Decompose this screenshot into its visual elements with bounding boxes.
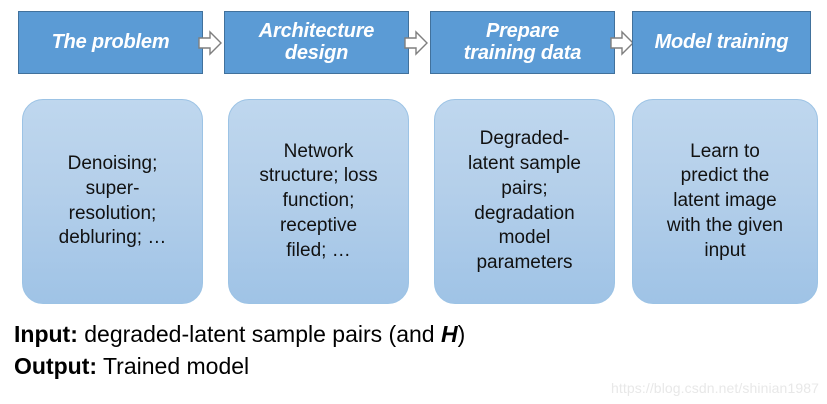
stage-body-text: Learn to predict the latent image with t… xyxy=(666,140,784,261)
stage-column-model-training: Model training Learn to predict the late… xyxy=(632,0,818,310)
watermark-text: https://blog.csdn.net/shinian1987 xyxy=(610,380,819,396)
arrow-right-icon xyxy=(198,30,222,56)
stage-body-training-data[interactable]: Degraded- latent sample pairs; degradati… xyxy=(434,99,615,304)
stage-header-architecture[interactable]: Architecture design xyxy=(224,11,409,74)
caption-block: Input: degraded-latent sample pairs (and… xyxy=(14,318,814,382)
stage-column-training-data: Prepare training data Degraded- latent s… xyxy=(430,0,615,310)
stage-column-architecture: Architecture design Network structure; l… xyxy=(224,0,409,310)
caption-output-line: Output: Trained model xyxy=(14,350,814,382)
stage-body-text: Network structure; loss function; recept… xyxy=(259,140,378,261)
stage-body-text: Denoising; super- resolution; debluring;… xyxy=(58,153,167,249)
stage-header-label: Model training xyxy=(654,30,789,53)
stage-header-model-training[interactable]: Model training xyxy=(632,11,811,74)
arrow-right-icon xyxy=(404,30,428,56)
connector-arrow-3 xyxy=(609,29,635,57)
stage-body-problem[interactable]: Denoising; super- resolution; debluring;… xyxy=(22,99,203,304)
stage-header-label: The problem xyxy=(51,30,170,53)
stage-header-label: Prepare training data xyxy=(463,19,582,64)
stage-header-problem[interactable]: The problem xyxy=(18,11,203,74)
arrow-right-icon xyxy=(610,30,634,56)
stage-body-text: Degraded- latent sample pairs; degradati… xyxy=(467,128,581,273)
caption-input-text-before: degraded-latent sample pairs (and xyxy=(77,321,441,347)
connector-arrow-1 xyxy=(197,29,223,57)
caption-input-text-after: ) xyxy=(457,321,466,347)
caption-output-text: Trained model xyxy=(97,353,250,379)
stage-header-label: Architecture design xyxy=(258,19,375,64)
stage-column-problem: The problem Denoising; super- resolution… xyxy=(18,0,203,310)
caption-output-label: Output: xyxy=(14,353,98,379)
stage-header-training-data[interactable]: Prepare training data xyxy=(430,11,615,74)
caption-input-variable: H xyxy=(440,321,458,347)
process-flow-diagram: The problem Denoising; super- resolution… xyxy=(18,0,818,310)
caption-input-label: Input: xyxy=(14,321,78,347)
connector-arrow-2 xyxy=(403,29,429,57)
stage-body-model-training[interactable]: Learn to predict the latent image with t… xyxy=(632,99,818,304)
caption-input-line: Input: degraded-latent sample pairs (and… xyxy=(14,318,814,350)
stage-body-architecture[interactable]: Network structure; loss function; recept… xyxy=(228,99,409,304)
